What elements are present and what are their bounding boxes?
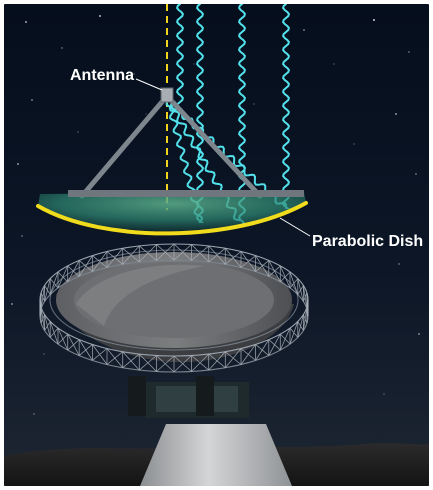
antenna-feed <box>160 87 174 103</box>
dish-rim <box>36 201 308 236</box>
parabolic-dish-reflector <box>38 192 306 232</box>
mount-right-arm <box>196 376 214 416</box>
signal-wave-2 <box>168 4 247 227</box>
mount-left-arm <box>128 376 146 416</box>
radio-telescope-diagram: Antenna Parabolic Dish <box>4 4 429 486</box>
truss-lattice-bars <box>39 243 309 373</box>
antenna-label: Antenna <box>70 67 134 84</box>
truss-lattice <box>39 243 309 373</box>
dish-leader-line <box>279 217 311 237</box>
antenna-supports <box>79 93 263 199</box>
parabolic-dish-label: Parabolic Dish <box>312 233 423 250</box>
telescope-tower <box>140 424 292 486</box>
stars <box>11 15 420 415</box>
signal-wave-1 <box>165 4 205 223</box>
signal-wave-4 <box>175 4 185 105</box>
antenna-leader-line <box>135 78 163 91</box>
dish-crossbar <box>68 190 304 197</box>
